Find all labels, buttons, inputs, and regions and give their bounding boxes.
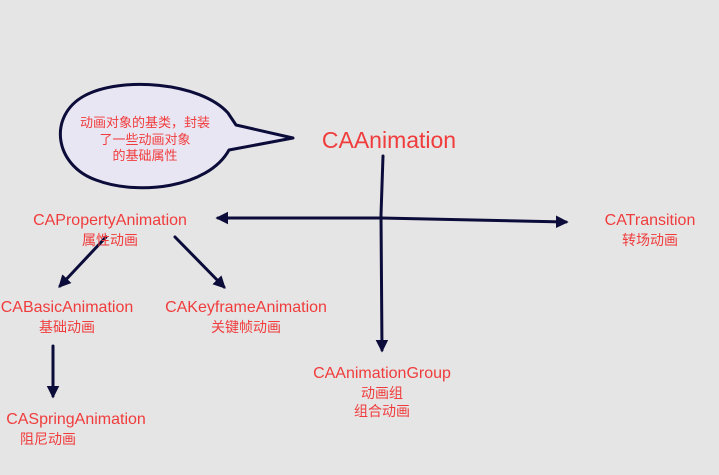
node-capropertyanimation: CAPropertyAnimation 属性动画 (20, 210, 200, 250)
edge-property-keyframe (173, 235, 226, 289)
callout-line-1: 动画对象的基类，封装 (79, 116, 210, 131)
callout-text: 动画对象的基类，封装 了一些动画对象 的基础属性 (62, 116, 228, 166)
edge-root-transition (379, 215, 569, 229)
node-caspringanimation: CASpringAnimation 阻尼动画 (0, 409, 152, 449)
node-catransition-subtitle: 转场动画 (622, 232, 678, 249)
edge-root-trunk (379, 154, 385, 217)
node-caanimation: CAAnimation (308, 125, 470, 156)
edge-root-group (375, 213, 389, 353)
node-cakeyframeanimation: CAKeyframeAnimation 关键帧动画 (160, 297, 332, 337)
node-cakeyframeanimation-subtitle: 关键帧动画 (211, 319, 281, 336)
node-catransition: CATransition 转场动画 (594, 210, 706, 250)
node-cakeyframeanimation-title: CAKeyframeAnimation (165, 299, 327, 316)
node-caanimationgroup-subtitle: 动画组 (361, 385, 403, 402)
node-capropertyanimation-subtitle: 属性动画 (82, 232, 138, 249)
node-catransition-title: CATransition (604, 212, 696, 229)
callout-bubble (58, 82, 295, 190)
callout-line-3: 的基础属性 (112, 149, 178, 165)
node-caanimationgroup-title: CAAnimationGroup (313, 365, 451, 382)
node-cabasicanimation-title: CABasicAnimation (0, 299, 134, 316)
node-caanimationgroup-subtitle2: 组合动画 (354, 404, 410, 421)
edge-property-basic (58, 235, 108, 288)
node-cabasicanimation-subtitle: 基础动画 (39, 319, 95, 336)
node-cabasicanimation: CABasicAnimation 基础动画 (0, 297, 134, 337)
node-capropertyanimation-title: CAPropertyAnimation (33, 212, 187, 229)
node-caspringanimation-title: CASpringAnimation (6, 411, 146, 428)
node-caanimationgroup: CAAnimationGroup 动画组 组合动画 (302, 363, 462, 422)
edges (46, 154, 569, 399)
node-caanimation-title: CAAnimation (321, 127, 457, 153)
node-caspringanimation-subtitle: 阻尼动画 (20, 431, 76, 448)
callout-line-2: 了一些动画对象 (99, 132, 191, 148)
